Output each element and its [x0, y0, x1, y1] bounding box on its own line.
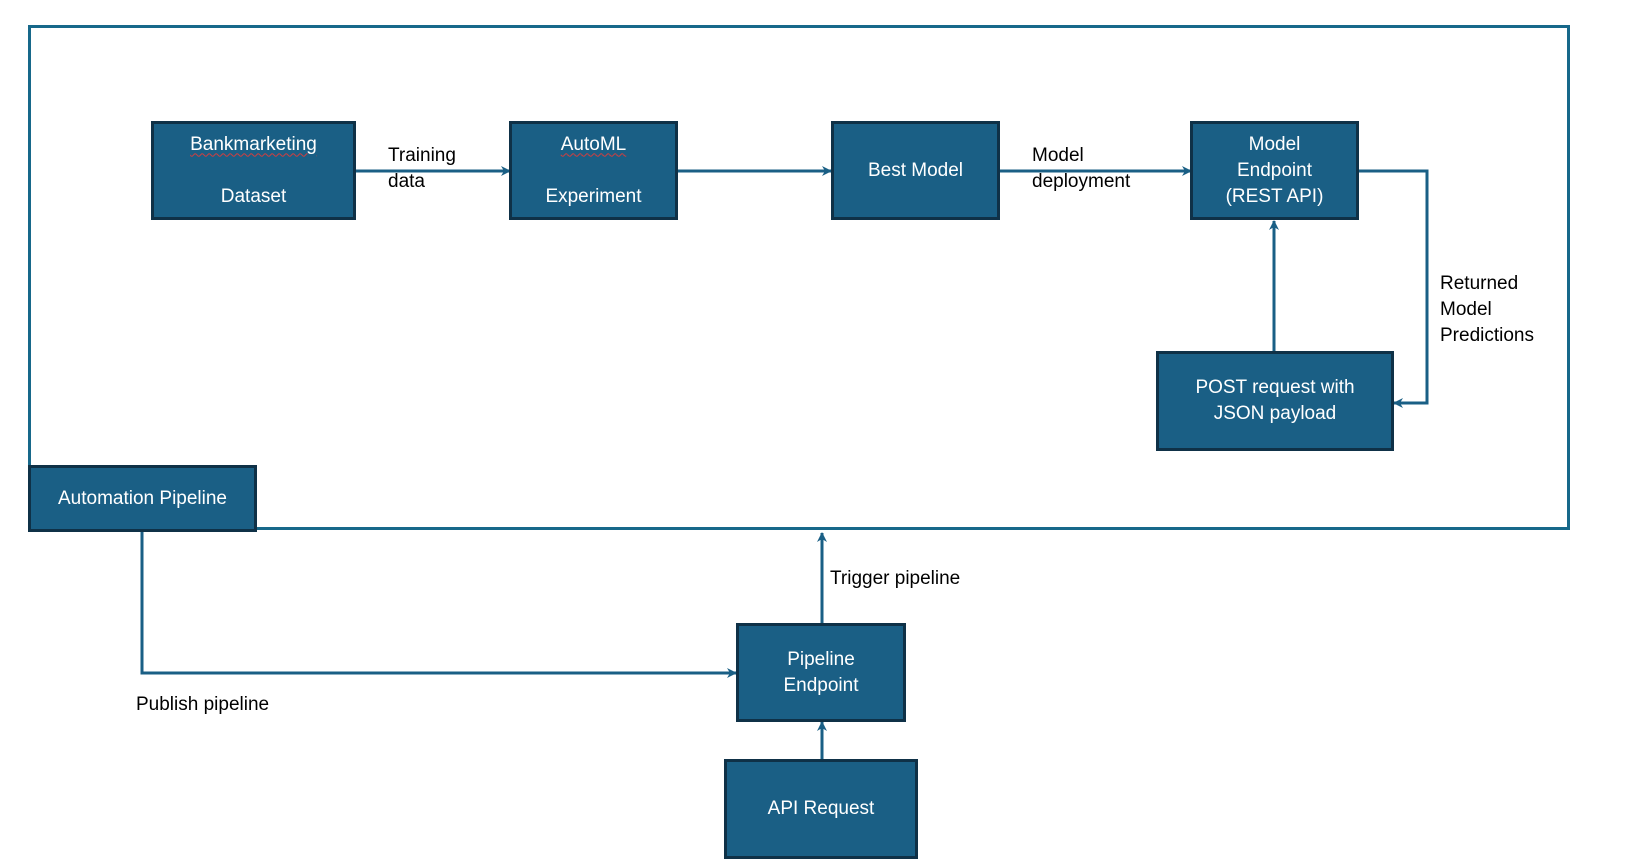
model-deployment-label: Model deployment: [1032, 145, 1131, 192]
pipeline-endpoint-node: Pipeline Endpoint: [736, 623, 906, 722]
automl-experiment-node: AutoML Experiment: [509, 121, 678, 220]
publish-pipeline-label: Publish pipeline: [136, 694, 270, 715]
bankmarketing-node-line2: Dataset: [220, 185, 287, 207]
api-request-node: API Request: [724, 759, 918, 859]
api-request-node-label: API Request: [767, 798, 875, 819]
arrow-endpoint-to-post-request: [1359, 169, 1429, 408]
arrow-automation-to-pipeline-endpoint: [140, 532, 737, 678]
post-request-node-label: POST request with JSON payload: [1195, 377, 1355, 424]
model-endpoint-node: Model Endpoint (REST API): [1190, 121, 1359, 220]
automation-pipeline-node: Automation Pipeline: [28, 465, 257, 532]
automation-pipeline-boundary: [28, 25, 1570, 530]
automl-node-line2: Experiment: [545, 185, 642, 207]
best-model-node-label: Best Model: [867, 159, 964, 181]
bankmarketing-node-line1: Bankmarketing: [190, 133, 317, 155]
pipeline-endpoint-node-label: Pipeline Endpoint: [783, 648, 859, 696]
best-model-node: Best Model: [831, 121, 1000, 220]
automl-node-line1: AutoML: [560, 133, 627, 155]
bankmarketing-dataset-node: Bankmarketing Dataset: [151, 121, 356, 220]
returned-predictions-label: Returned Model Predictions: [1440, 273, 1534, 346]
trigger-pipeline-label: Trigger pipeline: [830, 568, 961, 589]
training-data-label: Training data: [388, 145, 456, 192]
automation-pipeline-node-label: Automation Pipeline: [58, 487, 227, 509]
post-request-node: POST request with JSON payload: [1156, 351, 1394, 451]
model-endpoint-node-label: Model Endpoint (REST API): [1225, 133, 1324, 207]
